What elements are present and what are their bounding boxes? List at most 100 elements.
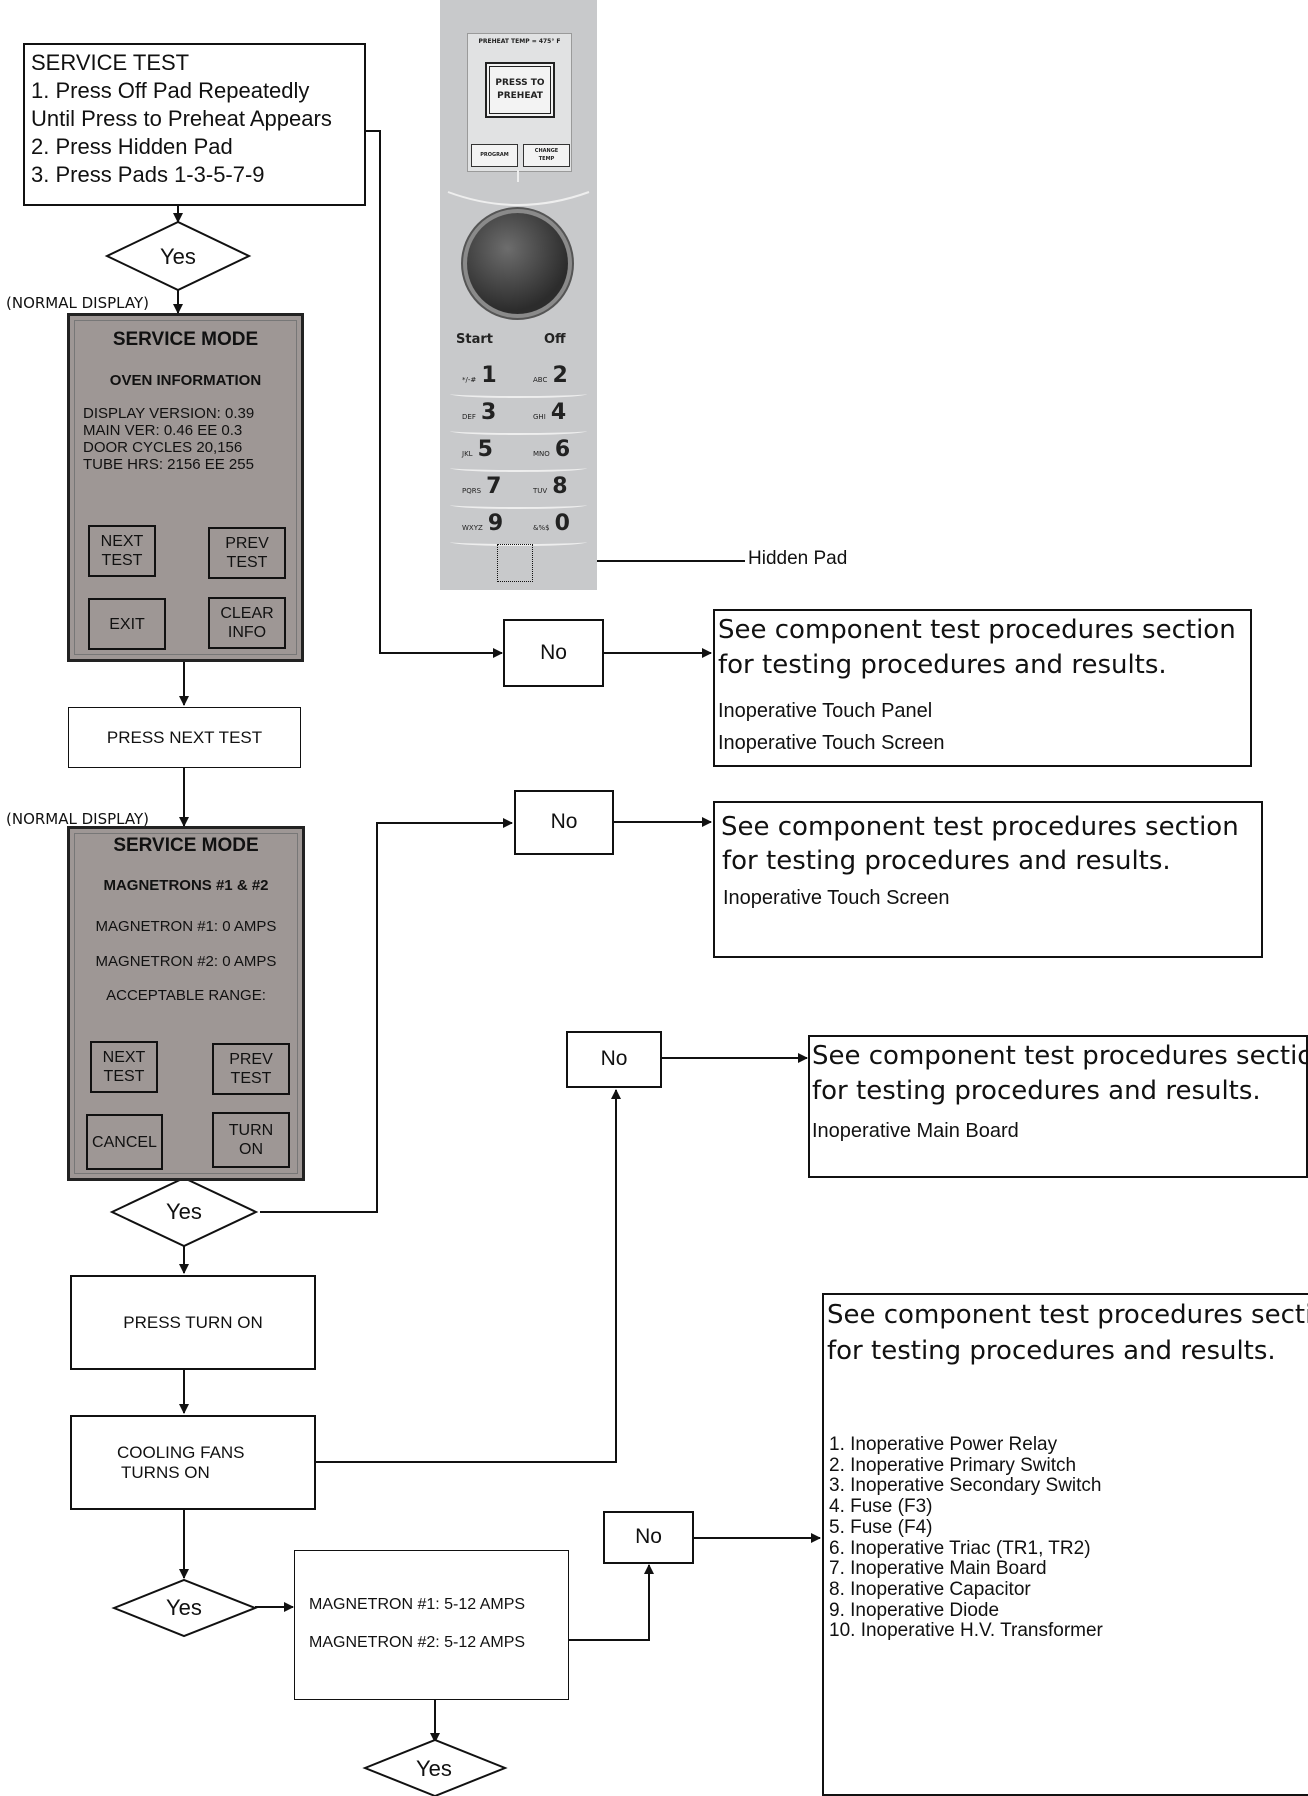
result-list-item: 5. Fuse (F4) bbox=[829, 1516, 933, 1538]
result-item: Inoperative Touch Panel bbox=[718, 700, 933, 722]
result-item: Inoperative Main Board bbox=[812, 1120, 1019, 1142]
result-item: Inoperative Touch Screen bbox=[723, 887, 950, 909]
decision-diamond bbox=[111, 1578, 258, 1638]
next-test-button[interactable]: NEXT TEST bbox=[90, 1041, 158, 1093]
result-heading: See component test procedures section bbox=[812, 1041, 1308, 1071]
screen-info-line: MAIN VER: 0.46 EE 0.3 bbox=[83, 422, 243, 439]
next-test-button[interactable]: NEXT TEST bbox=[88, 525, 156, 577]
result-list-item: 10. Inoperative H.V. Transformer bbox=[829, 1620, 1103, 1642]
press-turn-on-box: PRESS TURN ON bbox=[70, 1275, 316, 1370]
prev-test-button[interactable]: PREV TEST bbox=[212, 1043, 290, 1095]
keypad-key-6[interactable]: MNO 6 bbox=[533, 437, 570, 462]
panel-decor bbox=[447, 170, 590, 206]
change-temp-button[interactable]: CHANGE TEMP bbox=[523, 144, 570, 167]
result-heading: for testing procedures and results. bbox=[722, 846, 1171, 876]
magnetron-range-line: MAGNETRON #2: 5-12 AMPS bbox=[309, 1634, 526, 1651]
cooling-fans-label: TURNS ON bbox=[121, 1463, 210, 1482]
keypad-key-1[interactable]: */-# 1 bbox=[462, 363, 497, 388]
result-box-component-list: See component test procedures section fo… bbox=[822, 1293, 1308, 1796]
result-item: Inoperative Touch Screen bbox=[718, 732, 945, 754]
keypad-key-0[interactable]: &%$ 0 bbox=[533, 511, 570, 536]
off-label[interactable]: Off bbox=[544, 332, 566, 347]
key-letters: TUV bbox=[533, 487, 548, 495]
program-button[interactable]: PROGRAM bbox=[471, 144, 518, 167]
start-label[interactable]: Start bbox=[456, 332, 493, 347]
prev-test-button[interactable]: PREV TEST bbox=[208, 527, 286, 579]
key-digit: 8 bbox=[552, 474, 568, 499]
screen-info-line: MAGNETRON #2: 0 AMPS bbox=[95, 953, 277, 970]
panel-display-area: PREHEAT TEMP = 475° F PRESS TO PREHEAT P… bbox=[467, 33, 572, 172]
service-test-box: SERVICE TEST 1. Press Off Pad Repeatedly… bbox=[23, 43, 366, 206]
result-heading: See component test procedures section bbox=[718, 615, 1236, 645]
result-box-main-board: See component test procedures section fo… bbox=[808, 1035, 1308, 1178]
keypad-key-3[interactable]: DEF 3 bbox=[462, 400, 496, 425]
no-box: No bbox=[603, 1511, 694, 1564]
key-divider bbox=[450, 538, 587, 546]
result-heading: for testing procedures and results. bbox=[812, 1076, 1261, 1106]
press-next-test-label: PRESS NEXT TEST bbox=[106, 727, 263, 747]
magnetron-range-line: MAGNETRON #1: 5-12 AMPS bbox=[309, 1596, 526, 1613]
hidden-pad-label: Hidden Pad bbox=[748, 548, 848, 569]
screen-info-line: TUBE HRS: 2156 EE 255 bbox=[83, 456, 254, 473]
key-digit: 5 bbox=[477, 437, 493, 462]
turn-on-button[interactable]: TURN ON bbox=[212, 1112, 290, 1168]
key-digit: 2 bbox=[552, 363, 568, 388]
key-letters: */-# bbox=[462, 376, 477, 384]
decision-diamond bbox=[362, 1738, 508, 1796]
keypad-key-2[interactable]: ABC 2 bbox=[533, 363, 568, 388]
key-letters: DEF bbox=[462, 413, 476, 421]
no-label: No bbox=[550, 810, 578, 834]
press-to-preheat-button[interactable]: PRESS TO PREHEAT bbox=[485, 62, 555, 118]
preheat-temp-label: PREHEAT TEMP = 475° F bbox=[478, 38, 561, 45]
result-list-item: 6. Inoperative Triac (TR1, TR2) bbox=[829, 1537, 1091, 1559]
key-digit: 6 bbox=[554, 437, 571, 462]
key-digit: 4 bbox=[550, 400, 567, 425]
service-mode-screen-oven-info: SERVICE MODE OVEN INFORMATION DISPLAY VE… bbox=[67, 313, 304, 662]
screen-title: SERVICE MODE bbox=[112, 329, 259, 350]
keypad-key-5[interactable]: JKL 5 bbox=[462, 437, 493, 462]
normal-display-label: (NORMAL DISPLAY) bbox=[6, 294, 149, 312]
result-box-touch-panel: See component test procedures section fo… bbox=[713, 609, 1252, 767]
service-test-step: 2. Press Hidden Pad bbox=[31, 134, 233, 160]
program-label: PROGRAM bbox=[480, 152, 509, 158]
press-to-label: PRESS TO bbox=[495, 78, 545, 88]
hidden-pad[interactable] bbox=[497, 544, 533, 582]
key-letters: PQRS bbox=[462, 487, 482, 495]
key-digit: 9 bbox=[487, 511, 504, 536]
result-list-item: 2. Inoperative Primary Switch bbox=[829, 1454, 1077, 1476]
result-list-item: 9. Inoperative Diode bbox=[829, 1599, 1000, 1621]
key-letters: MNO bbox=[533, 450, 550, 458]
yes-label: Yes bbox=[166, 1199, 202, 1224]
keypad-key-4[interactable]: GHI 4 bbox=[533, 400, 566, 425]
clear-info-button[interactable]: CLEAR INFO bbox=[208, 597, 286, 649]
cancel-button[interactable]: CANCEL bbox=[86, 1114, 163, 1170]
no-box: No bbox=[566, 1031, 662, 1088]
key-letters: GHI bbox=[533, 413, 546, 421]
yes-label: Yes bbox=[416, 1756, 452, 1781]
screen-info-line: DOOR CYCLES 20,156 bbox=[83, 439, 243, 456]
screen-subtitle: OVEN INFORMATION bbox=[109, 372, 262, 389]
press-turn-on-label: PRESS TURN ON bbox=[123, 1312, 263, 1332]
result-list-item: 4. Fuse (F3) bbox=[829, 1496, 933, 1518]
exit-button[interactable]: EXIT bbox=[88, 598, 166, 650]
no-label: No bbox=[600, 1047, 628, 1071]
keypad-key-8[interactable]: TUV 8 bbox=[533, 474, 568, 499]
result-heading: See component test procedures section bbox=[827, 1300, 1308, 1330]
no-label: No bbox=[540, 640, 567, 664]
decision-diamond bbox=[109, 1176, 259, 1248]
key-digit: 7 bbox=[486, 474, 502, 499]
key-letters: ABC bbox=[533, 376, 548, 384]
change-label: CHANGE bbox=[534, 148, 559, 154]
control-knob[interactable] bbox=[467, 213, 568, 314]
yes-label: Yes bbox=[166, 1595, 202, 1620]
no-box: No bbox=[514, 790, 614, 855]
service-test-title: SERVICE TEST bbox=[31, 50, 190, 75]
key-divider bbox=[450, 501, 587, 509]
normal-display-label: (NORMAL DISPLAY) bbox=[6, 810, 149, 828]
keypad-key-7[interactable]: PQRS 7 bbox=[462, 474, 501, 499]
result-box-touch-screen: See component test procedures section fo… bbox=[713, 801, 1263, 958]
keypad-key-9[interactable]: WXYZ 9 bbox=[462, 511, 503, 536]
cooling-fans-box: COOLING FANS TURNS ON bbox=[70, 1415, 316, 1510]
